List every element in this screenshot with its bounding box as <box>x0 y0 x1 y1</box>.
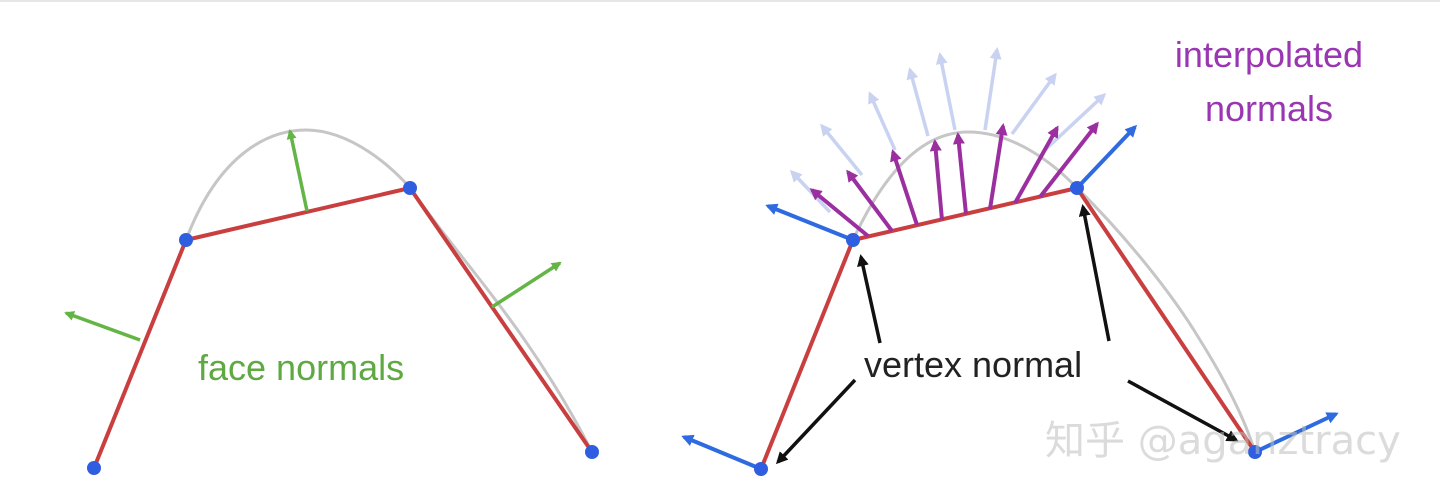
vertex-normals-panel <box>681 47 1339 476</box>
vertex-normal-pointers <box>775 204 1239 465</box>
face-normal-arrow-3 <box>491 261 562 309</box>
face-polyline-left <box>92 186 594 469</box>
interpolated-label-line-2: normals <box>1204 88 1334 129</box>
watermark-text: 知乎 @aganztracy <box>1045 418 1401 464</box>
vertex-point <box>585 445 599 459</box>
vertex-normal-label: vertex normal <box>864 344 1083 385</box>
interpolated-label-line-1: interpolated <box>1174 34 1364 75</box>
face-normals-panel <box>64 128 599 475</box>
vertex-point <box>1070 181 1084 195</box>
interpolated-normals-label: interpolated normals <box>1157 28 1381 136</box>
face-normal-arrow-2 <box>286 129 309 212</box>
vertex-normal-arrows <box>681 124 1339 471</box>
vertex-point <box>846 233 860 247</box>
vertex-point <box>403 181 417 195</box>
interpolated-normals <box>809 121 1099 238</box>
face-normal-arrow-1 <box>64 311 141 342</box>
face-normals-label: face normals <box>198 347 405 388</box>
vertex-point <box>179 233 193 247</box>
vertex-point <box>87 461 101 475</box>
true-surface-curve-left <box>184 128 594 453</box>
vertex-point <box>1248 445 1262 459</box>
vertex-point <box>754 462 768 476</box>
